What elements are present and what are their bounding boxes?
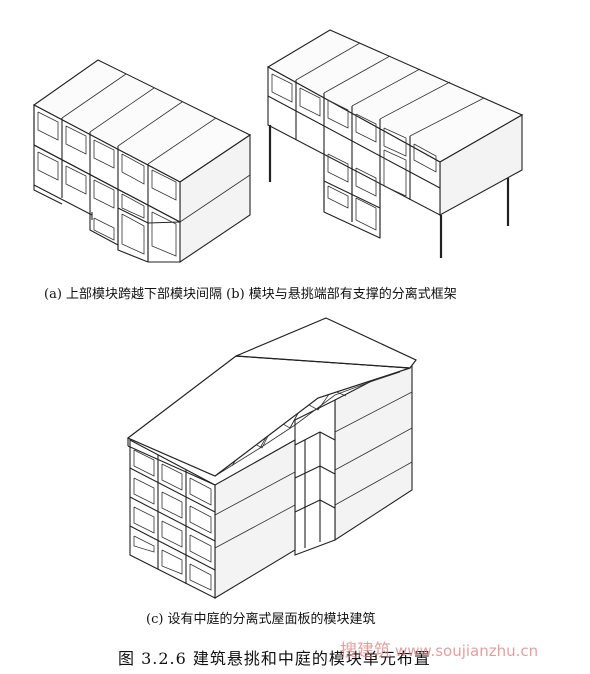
diagram-a — [32, 59, 252, 264]
diagram-c — [126, 317, 417, 599]
caption-b: (b) 模块与悬挑端部有支撑的分离式框架 — [226, 287, 457, 302]
diagram-a-cell-insets — [37, 111, 177, 257]
figure-title: 图 3.2.6 建筑悬挑和中庭的模块单元布置 — [118, 649, 431, 668]
caption-row-ab: (a) 上部模块跨越下部模块间隔 (b) 模块与悬挑端部有支撑的分离式框架 — [44, 283, 457, 302]
diagram-c-atrium-slabs — [294, 431, 336, 548]
diagram-b-support-posts — [268, 125, 510, 258]
diagram-a-top-strips — [61, 73, 217, 165]
diagram-b-cell-insets — [271, 73, 437, 231]
diagram-c-cell-insets — [133, 449, 212, 591]
diagram-a-front-grid — [33, 105, 181, 263]
diagram-c-front-grid — [129, 455, 216, 584]
diagram-b-top-strips — [295, 42, 485, 137]
diagram-b-front-grid — [267, 80, 441, 239]
diagram-c-roof-front — [126, 355, 411, 477]
caption-a: (a) 上部模块跨越下部模块间隔 — [44, 287, 223, 302]
diagram-c-rear-front — [294, 399, 336, 556]
watermark-url: www.soujianzhu.cn — [395, 642, 539, 660]
watermark-text: 搜建筑 — [340, 641, 391, 661]
diagram-b — [266, 29, 524, 258]
caption-c: (c) 设有中庭的分离式屋面板的模块建筑 — [146, 612, 376, 627]
